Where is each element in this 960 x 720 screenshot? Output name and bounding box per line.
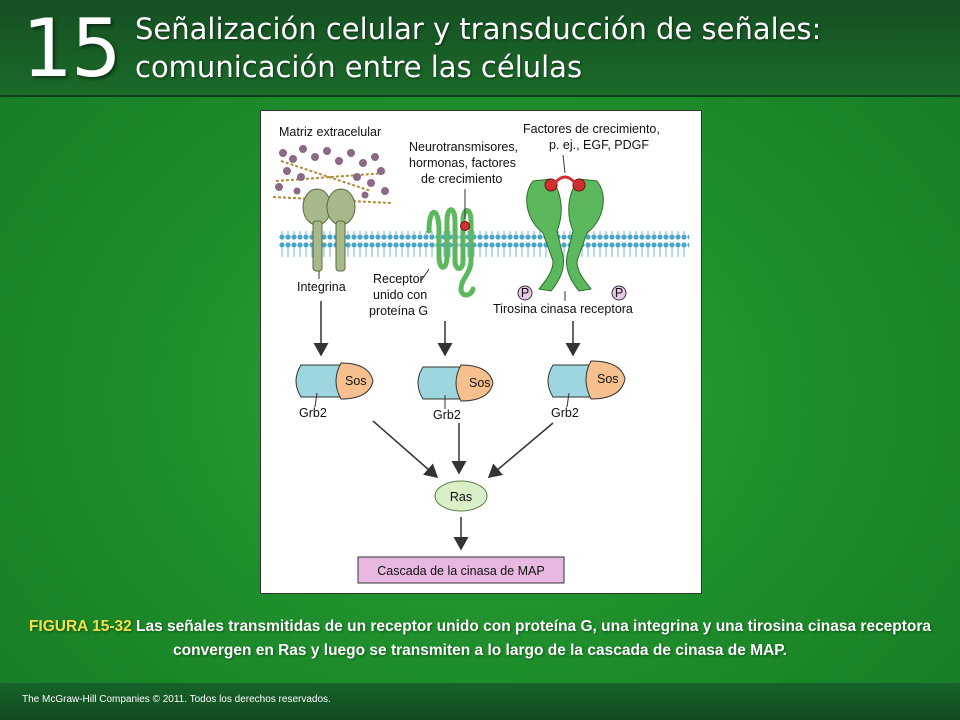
map-cascade-box: [357, 556, 565, 584]
ras-protein: [434, 480, 488, 512]
copyright-notice: The McGraw-Hill Companies © 2011. Todos …: [22, 694, 331, 705]
integrin-receptor: [302, 188, 356, 272]
label-grb2-left: Grb2: [299, 406, 327, 420]
label-gpcr-2: unido con: [373, 288, 427, 302]
leader-gpcr: [420, 268, 430, 282]
signaling-diagram: P P Matriz extracelular Neurotransmisore…: [272, 122, 689, 584]
phosphate-right-icon: [611, 285, 627, 301]
phosphate-right-label: P: [615, 286, 623, 300]
label-growth-factors-1: Factores de crecimiento,: [523, 122, 660, 136]
label-sos-left: Sos: [345, 374, 367, 388]
leader-growth: [562, 154, 566, 174]
grb2-sos-complex-right: [547, 360, 626, 400]
leader-grb2-left: [314, 392, 318, 408]
arrow-left-to-ras: [372, 420, 439, 478]
label-sos-middle: Sos: [469, 376, 491, 390]
chapter-number: 15: [22, 2, 122, 95]
figure-caption: FIGURA 15-32 Las señales transmitidas de…: [20, 615, 940, 663]
receptor-tyrosine-kinase: [526, 175, 604, 292]
label-sos-right: Sos: [597, 372, 619, 386]
label-rtk: Tirosina cinasa receptora: [493, 302, 633, 316]
slide-title-line2: comunicación entre las células: [135, 50, 583, 84]
figure-label: FIGURA 15-32: [28, 618, 132, 635]
plasma-membrane: [279, 231, 689, 257]
grb2-sos-complex-left: [295, 362, 374, 400]
phosphate-left-label: P: [521, 286, 529, 300]
label-growth-factors-2: p. ej., EGF, PDGF: [549, 138, 649, 152]
arrow-right-to-ras: [487, 422, 554, 478]
figure-panel: P P Matriz extracelular Neurotransmisore…: [260, 110, 702, 594]
slide-title-line1: Señalización celular y transducción de s…: [135, 12, 822, 46]
extracellular-matrix: [272, 145, 392, 204]
leader-grb2-right: [566, 392, 570, 408]
label-gpcr-1: Receptor: [373, 272, 424, 286]
label-integrin: Integrina: [297, 280, 346, 294]
slide-header: 15 Señalización celular y transducción d…: [0, 0, 960, 97]
label-ras: Ras: [450, 490, 472, 504]
phosphate-left-icon: [517, 285, 533, 301]
slide-footer: [0, 683, 960, 720]
label-gpcr-3: proteína G: [369, 304, 428, 318]
label-grb2-middle: Grb2: [433, 408, 461, 422]
label-map-cascade: Cascada de la cinasa de MAP: [377, 564, 544, 578]
label-neurotransmitters-2: hormonas, factores: [409, 156, 516, 170]
grb2-sos-complex-middle: [417, 364, 494, 402]
label-extracellular-matrix: Matriz extracelular: [279, 125, 381, 139]
label-grb2-right: Grb2: [551, 406, 579, 420]
figure-caption-text: Las señales transmitidas de un receptor …: [136, 618, 932, 659]
g-protein-coupled-receptor: [426, 207, 476, 298]
label-neurotransmitters-3: de crecimiento: [421, 172, 502, 186]
label-neurotransmitters-1: Neurotransmisores,: [409, 140, 518, 154]
